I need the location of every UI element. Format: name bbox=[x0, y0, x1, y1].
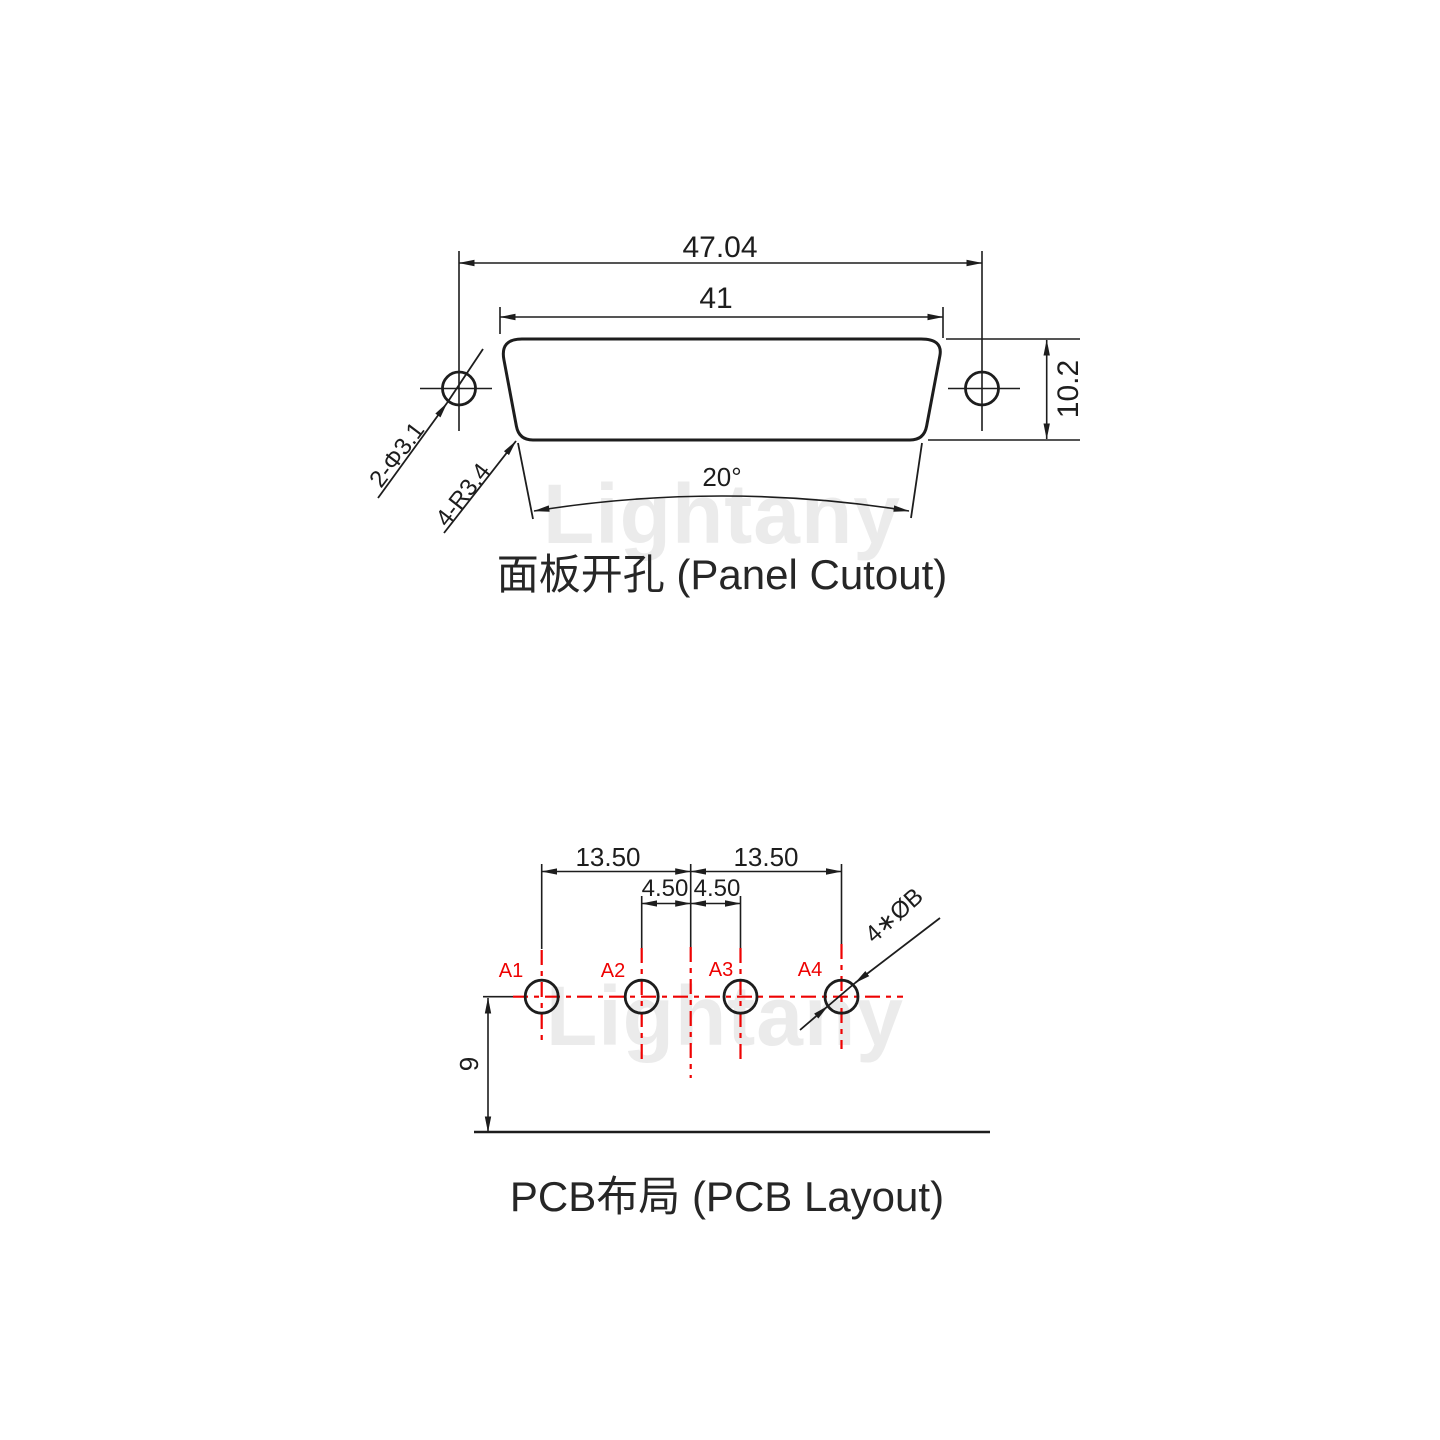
angle-flank-line-right bbox=[910, 442, 923, 519]
angle-label: 20° bbox=[702, 462, 741, 492]
pcb-layout-title: PCB布局 (PCB Layout) bbox=[510, 1173, 944, 1220]
half-pitch-right-label: 4.50 bbox=[694, 875, 741, 902]
mount-hole-callout: 2-Φ3.1 bbox=[364, 417, 430, 492]
pad-hole-a4 bbox=[823, 978, 860, 1015]
half-pitch-left-label: 4.50 bbox=[642, 875, 689, 902]
dsub-cutout-outline bbox=[501, 337, 942, 442]
dim-height-label: 10.2 bbox=[1052, 360, 1085, 418]
hole-dia-leader-chord bbox=[827, 982, 856, 1007]
pad-hole-a2 bbox=[623, 978, 660, 1015]
hole-dia-callout: 4∗ØB bbox=[860, 883, 929, 949]
hole-dia-leader-lower bbox=[799, 1005, 829, 1031]
angle-dimension-arc bbox=[533, 495, 910, 512]
dim-inner-width-label: 41 bbox=[699, 282, 732, 315]
dim-outer-width-label: 47.04 bbox=[682, 231, 757, 264]
pcb-layout-drawing: 13.50 13.50 4.50 4.50 A1 A2 A3 A4 bbox=[454, 842, 990, 1220]
mount-hole-leader-tail bbox=[446, 348, 484, 404]
panel-cutout-title: 面板开孔 (Panel Cutout) bbox=[497, 551, 947, 598]
pin-label-a4: A4 bbox=[798, 959, 822, 981]
pitch-left-label: 13.50 bbox=[575, 842, 640, 872]
mount-hole-leader bbox=[377, 402, 448, 499]
pad-hole-a3 bbox=[722, 978, 759, 1015]
hole-dia-leader-upper bbox=[854, 917, 941, 984]
pad-hole-a1 bbox=[523, 978, 560, 1015]
pin-label-a1: A1 bbox=[499, 960, 523, 982]
corner-radius-callout: 4-R3.4 bbox=[430, 458, 496, 531]
pin-label-a3: A3 bbox=[709, 959, 733, 981]
pitch-right-label: 13.50 bbox=[733, 842, 798, 872]
watermark-text-bottom: Lightany bbox=[546, 969, 904, 1063]
angle-flank-line-left bbox=[517, 442, 534, 520]
pin-label-a2: A2 bbox=[601, 960, 625, 982]
corner-radius-leader bbox=[443, 440, 517, 534]
row-offset-label: 9 bbox=[454, 1057, 484, 1071]
watermark-text-top: Lightany bbox=[543, 467, 901, 561]
